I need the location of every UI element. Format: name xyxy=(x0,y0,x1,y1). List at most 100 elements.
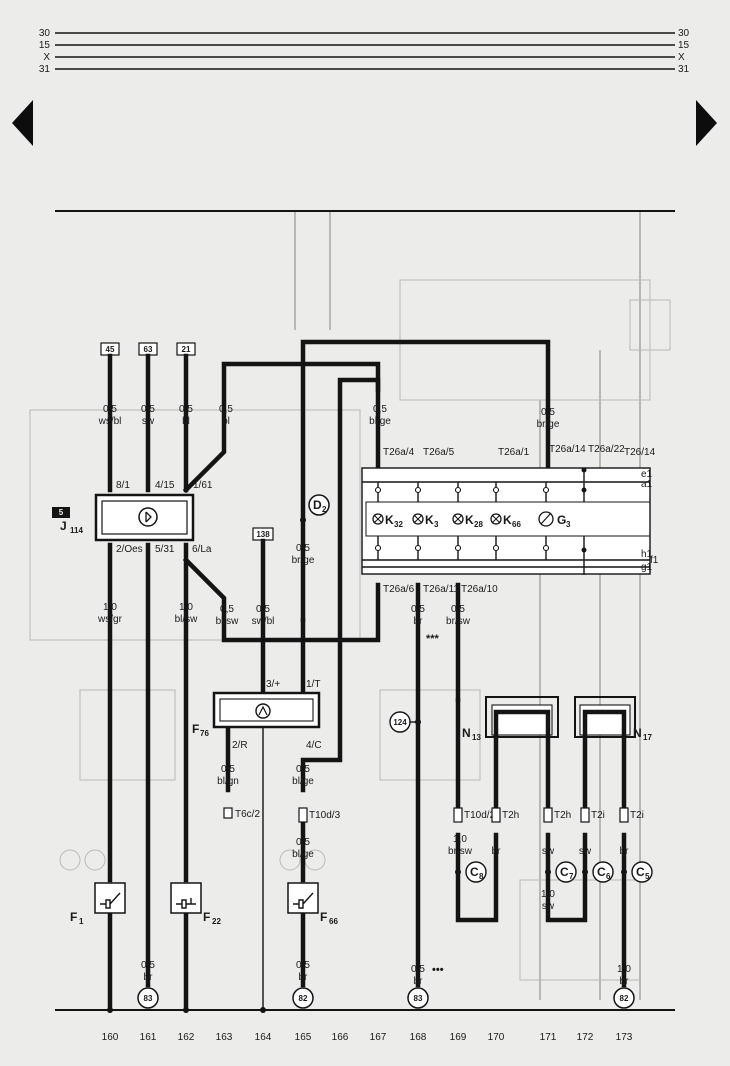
svg-text:17: 17 xyxy=(643,733,652,742)
svg-text:bl/ge: bl/ge xyxy=(369,416,391,427)
svg-text:160: 160 xyxy=(102,1032,119,1043)
svg-text:0,5: 0,5 xyxy=(296,543,310,554)
svg-text:1: 1 xyxy=(79,917,84,926)
badge-5 xyxy=(52,507,70,518)
svg-text:F: F xyxy=(320,910,327,924)
svg-text:J: J xyxy=(60,519,67,533)
svg-text:K: K xyxy=(425,513,434,527)
svg-text:br/ge: br/ge xyxy=(292,555,315,566)
bus-label-30-right: 30 xyxy=(678,28,690,39)
arrow-right-icon[interactable] xyxy=(696,100,717,146)
svg-text:T2i: T2i xyxy=(591,810,605,821)
svg-text:1,0: 1,0 xyxy=(453,834,467,845)
switch-f22: F 22 xyxy=(170,882,221,926)
svg-text:T26a/22: T26a/22 xyxy=(588,444,625,455)
svg-text:168: 168 xyxy=(410,1032,427,1043)
svg-text:6/La: 6/La xyxy=(192,544,212,555)
svg-text:4/15: 4/15 xyxy=(155,480,175,491)
svg-text:N: N xyxy=(633,726,642,740)
svg-text:T2h: T2h xyxy=(502,810,519,821)
svg-text:0,5: 0,5 xyxy=(296,837,310,848)
svg-text:T6c/2: T6c/2 xyxy=(235,809,260,820)
svg-text:166: 166 xyxy=(332,1032,349,1043)
svg-text:3: 3 xyxy=(566,520,571,529)
plugs: T6c/2 T10d/3 T10d/2 T2h T2h T2i T2i xyxy=(223,807,644,823)
svg-text:172: 172 xyxy=(577,1032,594,1043)
svg-text:br/sw: br/sw xyxy=(448,846,473,857)
svg-text:164: 164 xyxy=(255,1032,272,1043)
svg-text:2/Oes: 2/Oes xyxy=(116,544,143,555)
bus-label-31: 31 xyxy=(39,64,51,75)
svg-text:br: br xyxy=(299,972,309,983)
ground-points: 83 82 83 82 xyxy=(137,987,635,1009)
svg-text:bl/sw: bl/sw xyxy=(216,616,240,627)
svg-text:21: 21 xyxy=(182,345,191,354)
svg-text:sw: sw xyxy=(142,416,155,427)
svg-text:0,5: 0,5 xyxy=(219,404,233,415)
warning-lamp-icon xyxy=(138,507,158,527)
module-n13: N 13 xyxy=(462,696,559,742)
svg-text:2: 2 xyxy=(322,505,327,514)
svg-text:0,5: 0,5 xyxy=(220,604,234,615)
svg-text:T26/14: T26/14 xyxy=(624,447,656,458)
supply-bus: 30 15 X 31 30 15 X 31 xyxy=(39,28,690,75)
svg-text:66: 66 xyxy=(329,917,338,926)
svg-text:163: 163 xyxy=(216,1032,233,1043)
warning-lamp-k3: K 3 xyxy=(412,513,439,529)
bus-label-15-right: 15 xyxy=(678,40,690,51)
svg-text:C: C xyxy=(636,865,645,879)
svg-text:1/T: 1/T xyxy=(306,679,320,690)
instrument-cluster: K 32 K 3 K 28 K 66 G 3 xyxy=(361,444,659,595)
svg-text:F: F xyxy=(192,722,199,736)
svg-text:T10d/2: T10d/2 xyxy=(464,810,496,821)
svg-text:167: 167 xyxy=(370,1032,387,1043)
wire-labels: 0,5 ws/bl 0,5 sw 0,5 bl 0,5 bl 0,5 bl/ge… xyxy=(97,404,631,987)
connection-point-c6: C 6 xyxy=(582,861,614,883)
arrow-left-icon[interactable] xyxy=(12,100,33,146)
svg-text:F: F xyxy=(70,910,77,924)
svg-text:1,0: 1,0 xyxy=(541,889,555,900)
svg-text:F: F xyxy=(203,910,210,924)
svg-text:0,5: 0,5 xyxy=(296,764,310,775)
node-d2: D 2 xyxy=(300,494,330,523)
asterisk-mark-bottom: ••• xyxy=(432,964,444,976)
svg-text:br/sw: br/sw xyxy=(446,616,471,627)
svg-text:C: C xyxy=(560,865,569,879)
svg-text:bl: bl xyxy=(222,416,230,427)
svg-text:T26a/10: T26a/10 xyxy=(461,584,498,595)
svg-text:f1: f1 xyxy=(650,555,659,566)
svg-text:sw: sw xyxy=(542,846,555,857)
bus-label-15: 15 xyxy=(39,40,51,51)
svg-text:sw/bl: sw/bl xyxy=(252,616,275,627)
svg-text:D: D xyxy=(313,498,322,512)
svg-text:66: 66 xyxy=(512,520,521,529)
bus-label-30: 30 xyxy=(39,28,51,39)
connection-point-c8: C 8 xyxy=(455,861,487,883)
svg-text:T26a/11: T26a/11 xyxy=(423,584,459,595)
svg-text:sw: sw xyxy=(542,901,555,912)
svg-text:114: 114 xyxy=(70,526,83,535)
svg-text:5: 5 xyxy=(645,872,650,881)
svg-text:br: br xyxy=(620,976,630,987)
svg-text:6: 6 xyxy=(606,872,611,881)
svg-text:C: C xyxy=(597,865,606,879)
svg-text:4/C: 4/C xyxy=(306,740,322,751)
svg-text:h1: h1 xyxy=(641,549,653,560)
svg-text:45: 45 xyxy=(106,345,115,354)
svg-text:0,5: 0,5 xyxy=(296,960,310,971)
svg-text:165: 165 xyxy=(295,1032,312,1043)
svg-text:T26a/14: T26a/14 xyxy=(549,444,586,455)
relay-f76: F 76 3/+ 1/T 2/R 4/C xyxy=(192,679,322,751)
svg-text:br: br xyxy=(414,976,424,987)
connection-points: C 8 C 7 C 6 C 5 xyxy=(455,861,653,883)
svg-text:0,5: 0,5 xyxy=(141,404,155,415)
svg-text:0,5: 0,5 xyxy=(411,964,425,975)
fuse-138: 138 xyxy=(252,527,274,541)
fuse-63: 63 xyxy=(138,342,158,356)
svg-text:13: 13 xyxy=(472,733,481,742)
svg-text:0,5: 0,5 xyxy=(373,404,387,415)
node-124: 124 xyxy=(389,711,421,733)
connection-point-c7: C 7 xyxy=(545,861,577,883)
switch-f66: F 66 xyxy=(287,882,338,926)
